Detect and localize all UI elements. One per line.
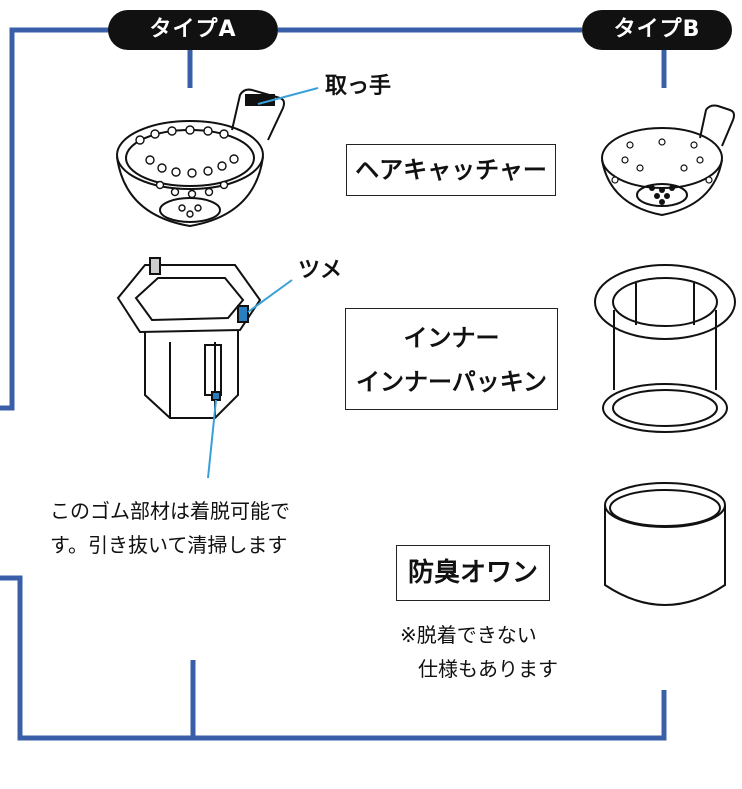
hair-catcher-label: ヘアキャッチャー [346, 144, 556, 196]
frame-top-left-line [0, 27, 110, 411]
type-b-hair-catcher-drawing [601, 104, 735, 217]
claw-callout: ツメ [298, 258, 343, 283]
odor-trap-label: 防臭オワン [396, 545, 550, 601]
rubber-note-line1: このゴム部材は着脱可能で [50, 499, 290, 523]
type-b-odor-trap-drawing [604, 482, 726, 606]
claw-callout-line [247, 279, 293, 313]
rubber-note: このゴム部材は着脱可能で す。引き抜いて清掃します [50, 494, 350, 562]
type-b-inner-drawing [594, 264, 736, 433]
inner-packing-label: インナーパッキン [355, 368, 548, 396]
type-a-badge: タイプA [108, 10, 278, 50]
odor-trap-note: ※脱着できない 仕様もあります [400, 618, 600, 686]
type-a-hair-catcher-drawing [116, 88, 285, 228]
handle-callout-line [257, 87, 319, 105]
inner-label: インナー [403, 324, 500, 352]
type-a-inner-drawing [116, 257, 262, 419]
frame-bottom-line [0, 575, 667, 741]
odor-trap-note-line2: 仕様もあります [418, 657, 558, 681]
inner-label-box: インナー インナーパッキン [345, 308, 558, 410]
type-b-badge: タイプB [582, 10, 732, 50]
rubber-callout-line [207, 399, 217, 479]
handle-callout: 取っ手 [325, 74, 392, 99]
rubber-note-line2: す。引き抜いて清掃します [50, 533, 288, 557]
odor-trap-note-line1: ※脱着できない [400, 623, 537, 647]
